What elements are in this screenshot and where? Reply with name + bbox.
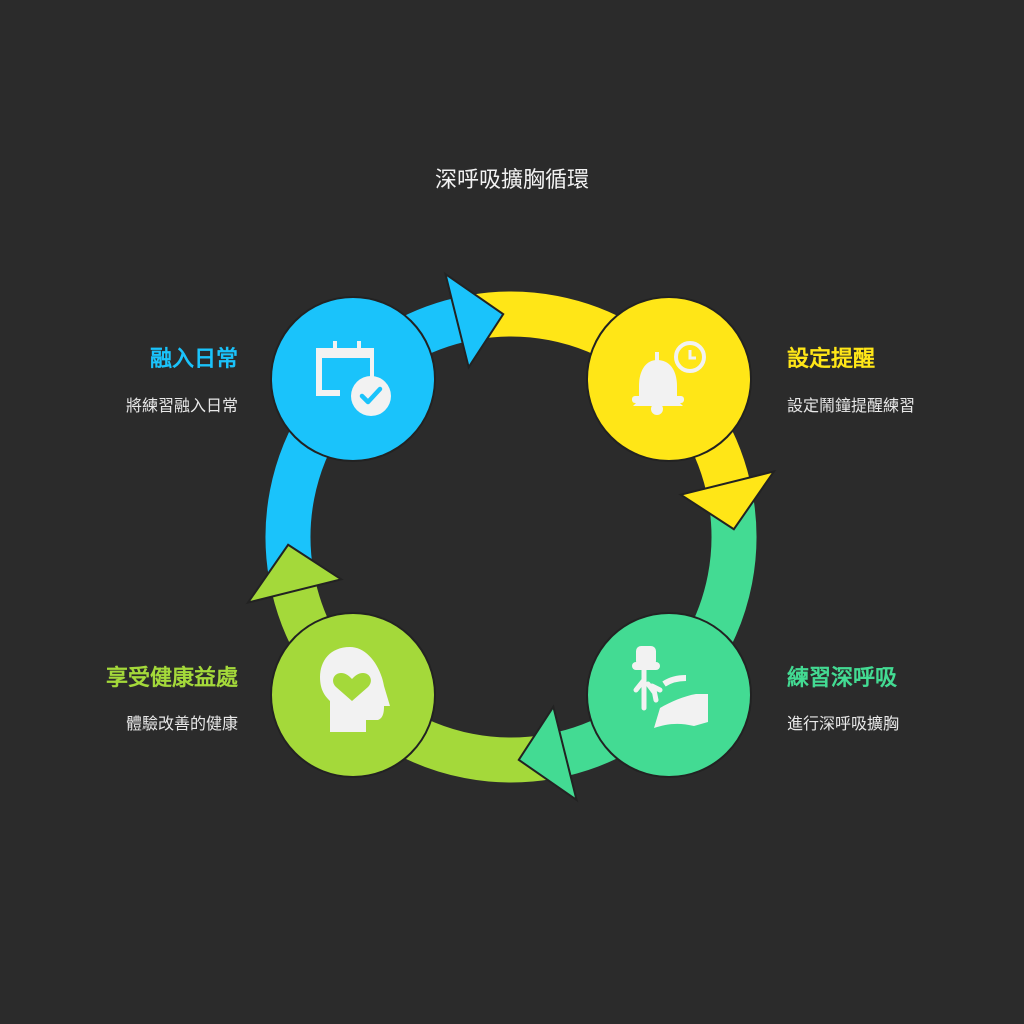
step-subtitle: 體驗改善的健康 [125, 714, 238, 733]
bell-clock-icon [632, 341, 706, 415]
step-title: 享受健康益處 [105, 665, 238, 691]
step-title: 融入日常 [149, 346, 238, 372]
arrowhead-blue [443, 271, 505, 370]
step-subtitle: 進行深呼吸擴胸 [787, 714, 900, 733]
step-circle-green [586, 612, 752, 778]
step-subtitle: 設定鬧鐘提醒練習 [787, 396, 916, 415]
lungs-hand-icon [632, 646, 708, 728]
calendar-check-icon [316, 341, 391, 416]
step-title: 練習深呼吸 [787, 665, 898, 691]
step-subtitle: 將練習融入日常 [125, 396, 238, 415]
arrowhead-yellow [678, 469, 777, 531]
head-heart-icon [320, 647, 390, 732]
arrowhead-lime [245, 543, 344, 605]
diagram-title: 深呼吸擴胸循環 [434, 168, 589, 193]
arrowhead-green [517, 704, 579, 803]
step-title: 設定提醒 [787, 346, 876, 372]
step-circle-blue [270, 296, 436, 462]
